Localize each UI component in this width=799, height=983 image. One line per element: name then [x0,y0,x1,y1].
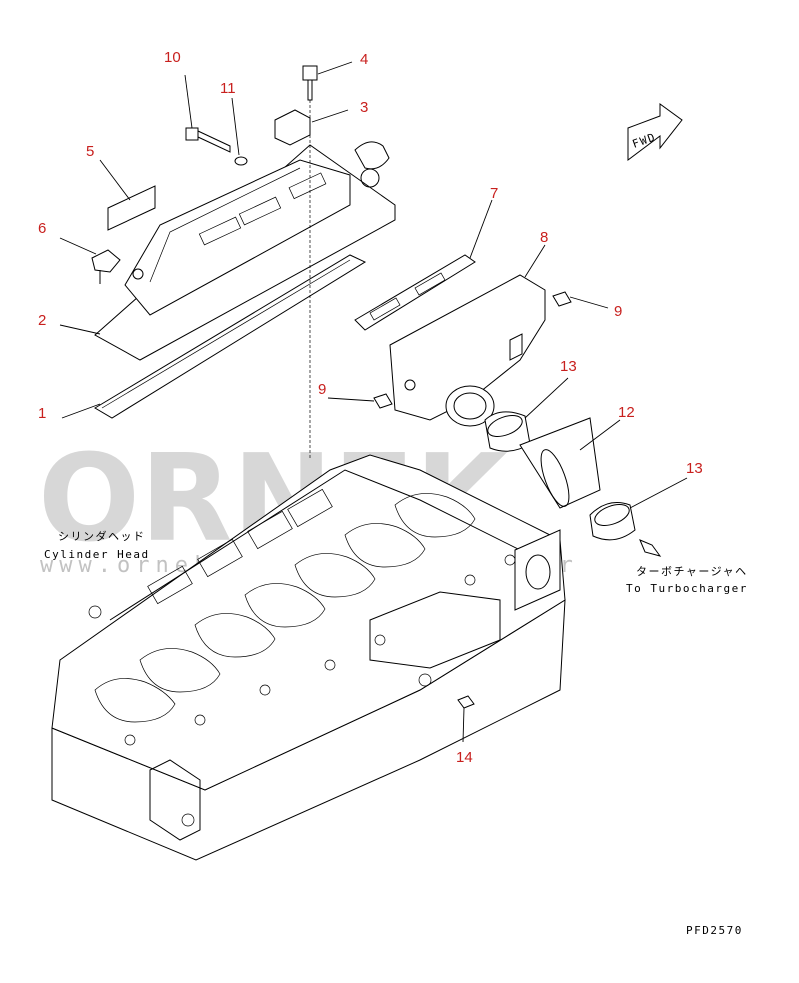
callout-6: 6 [38,220,46,237]
callout-3: 3 [360,99,368,116]
turbo-arrow-icon [639,539,662,557]
drawing-code: PFD2570 [686,924,743,937]
breather-cap [91,249,121,284]
callout-11: 11 [220,80,236,97]
fwd-arrow-icon: FWD [627,103,683,161]
rocker-cover [94,141,396,361]
cylinder-head-en: Cylinder Head [44,548,150,561]
callout-10: 10 [164,49,181,66]
callout-5: 5 [86,143,94,160]
callout-14: 14 [456,749,473,766]
callout-8: 8 [540,229,548,246]
callout-7: 7 [490,185,498,202]
plug-upper [552,291,572,307]
callout-4: 4 [360,51,368,68]
callout-2: 2 [38,312,46,329]
manifold-gasket [354,254,476,331]
callout-13b: 13 [686,460,703,477]
bracket [274,109,311,146]
label-plate [107,185,156,231]
hose-clamp-lower [589,502,636,541]
gasket [94,254,367,419]
callout-9a: 9 [614,303,622,320]
connector-pipe [519,417,601,509]
exhaust-manifold [389,274,546,427]
leader-lines [59,61,688,743]
turbo-jp: ターボチャージャヘ [636,565,748,578]
plug-lower [373,393,393,409]
washer [234,156,248,166]
callout-13a: 13 [560,358,577,375]
turbo-en: To Turbocharger [626,582,748,595]
callout-12: 12 [618,404,635,421]
bolt-short [185,127,231,153]
callout-labels: 1 2 3 4 5 6 7 8 9 9 10 11 12 13 13 14 [38,49,703,766]
bolt-long [302,65,318,460]
cylinder-head-jp: シリンダヘッド [58,529,146,543]
callout-1: 1 [38,405,46,422]
callout-9b: 9 [318,381,326,398]
cylinder-head [51,454,566,861]
